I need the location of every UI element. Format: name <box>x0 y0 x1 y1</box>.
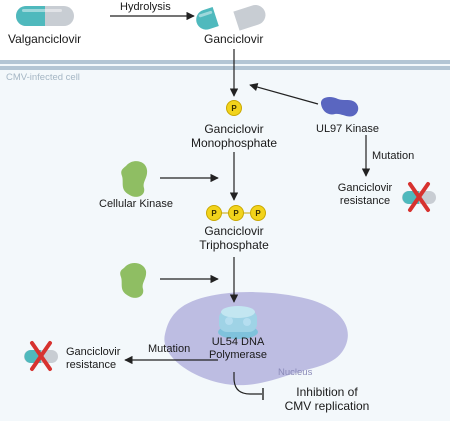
triphosphate-line2: Triphosphate <box>199 237 269 252</box>
cell-membrane <box>0 60 450 70</box>
red-cross-left-icon <box>30 341 52 371</box>
polymerase-mutation-label: Mutation <box>148 343 191 355</box>
ganciclovir-capsule-icon <box>196 4 266 31</box>
svg-text:P: P <box>211 209 217 218</box>
ul97-resistance-line2: resistance <box>339 194 391 207</box>
cell-label: CMV-infected cell <box>6 72 80 83</box>
ul97-kinase-icon <box>320 96 359 117</box>
cellular-kinase-icon <box>121 161 148 197</box>
svg-text:P: P <box>233 209 239 218</box>
polymerase-line2: Polymerase <box>208 348 268 361</box>
hydrolysis-label: Hydrolysis <box>120 1 171 13</box>
ganciclovir-label: Ganciclovir <box>204 32 264 46</box>
monophosphate-icon: P <box>226 100 242 116</box>
ul97-to-monophosphate-arrow <box>249 82 319 105</box>
polymerase-resistance-label: Ganciclovir resistance <box>66 346 120 371</box>
svg-text:P: P <box>231 104 237 113</box>
outcome-label: Inhibition of CMV replication <box>272 385 382 414</box>
cellular-kinase-label: Cellular Kinase <box>99 198 173 210</box>
nucleus-label: Nucleus <box>278 367 313 378</box>
red-cross-right-icon <box>408 182 430 212</box>
inhibition-connector <box>233 372 264 400</box>
ul97-resistance-label: Ganciclovir resistance <box>330 182 400 207</box>
ul97-resistance-line1: Ganciclovir <box>337 182 393 194</box>
polymerase-label: UL54 DNA Polymerase <box>198 336 278 361</box>
monophosphate-line1: Ganciclovir <box>204 122 264 136</box>
monophosphate-line2: Monophosphate <box>190 135 278 150</box>
svg-text:P: P <box>255 209 261 218</box>
nucleus-shape <box>164 292 348 386</box>
polymerase-resistance-line1: Ganciclovir <box>66 346 121 358</box>
polymerase-line1: UL54 DNA <box>211 336 265 348</box>
ul97-mutation-label: Mutation <box>372 150 415 162</box>
valganciclovir-label: Valganciclovir <box>8 32 82 46</box>
outcome-line2: CMV replication <box>284 398 370 413</box>
monophosphate-label: Ganciclovir Monophosphate <box>174 122 294 151</box>
ul97-kinase-label: UL97 Kinase <box>316 123 379 135</box>
valganciclovir-capsule-icon <box>16 6 74 26</box>
triphosphate-line1: Ganciclovir <box>204 224 264 238</box>
polymerase-resistance-line2: resistance <box>66 358 117 371</box>
polymerase-icon <box>218 306 258 339</box>
cellular-kinase-2-icon <box>120 262 147 298</box>
triphosphate-icon: P P P <box>206 205 266 221</box>
triphosphate-label: Ganciclovir Triphosphate <box>174 224 294 253</box>
outcome-line1: Inhibition of <box>296 385 358 399</box>
